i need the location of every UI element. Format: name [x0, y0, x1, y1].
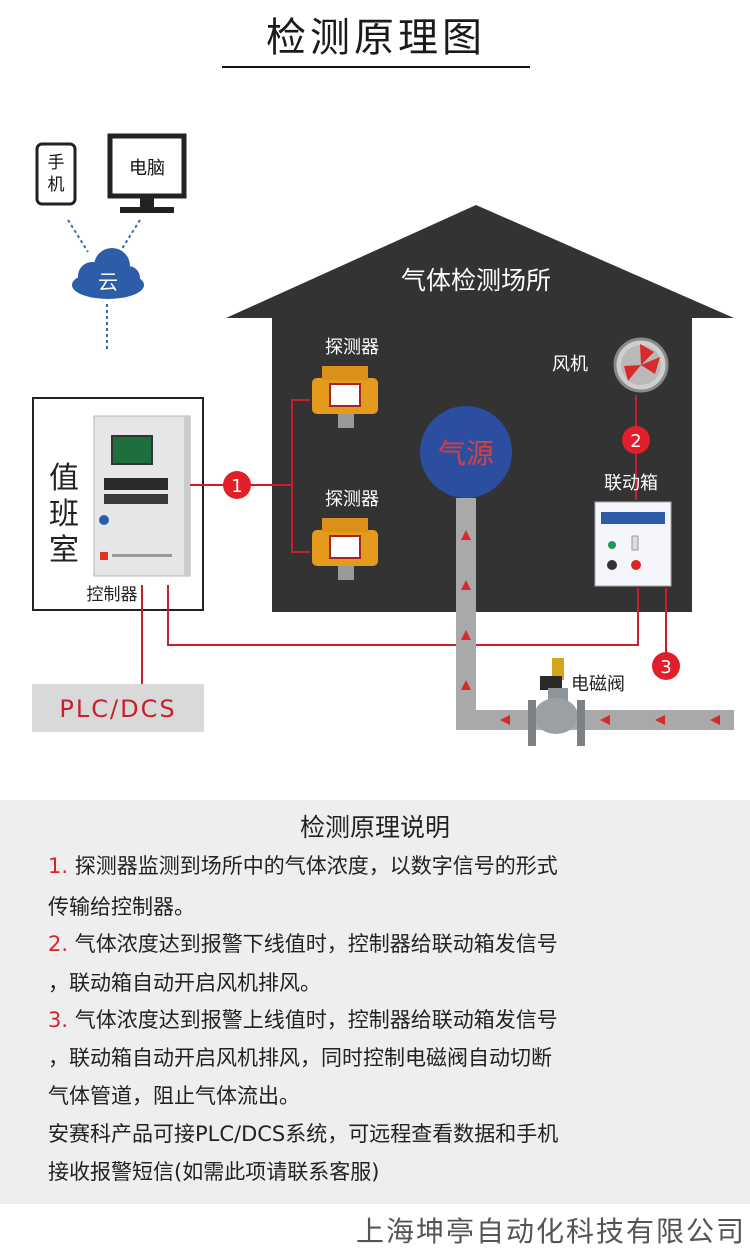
- detector-2: [312, 518, 378, 580]
- solenoid-valve: [528, 658, 585, 746]
- duty-room-label-1: 值: [49, 461, 79, 496]
- explanation-line: 1. 探测器监测到场所中的气体浓度，以数字信号的形式: [48, 854, 558, 878]
- marker-3: 3: [652, 652, 680, 680]
- phone-icon: 手 机: [35, 142, 77, 206]
- computer-icon: 电脑: [107, 133, 187, 213]
- svg-text:1: 1: [231, 476, 242, 497]
- linkage-box: [594, 501, 672, 587]
- flow-arrows: [461, 530, 720, 725]
- explanation-line: ，联动箱自动开启风机排风。: [48, 971, 321, 995]
- explanation-panel: [0, 800, 750, 1204]
- linkage-box-label: 联动箱: [604, 473, 658, 494]
- svg-text:3: 3: [660, 657, 671, 678]
- valve-label: 电磁阀: [571, 674, 625, 695]
- detector-label-1: 探测器: [325, 337, 379, 358]
- detection-diagram: 气体检测场所 手 机 电脑 云 值 班 室 控制器: [32, 133, 734, 746]
- house-roof: [226, 205, 734, 318]
- plc-label: PLC/DCS: [59, 695, 176, 723]
- detector-1: [312, 366, 378, 428]
- company-name: 上海坤亭自动化科技有限公司: [355, 1215, 746, 1248]
- marker-2: 2: [622, 426, 650, 454]
- plc-box: [32, 684, 204, 732]
- phone-label-2: 机: [48, 175, 65, 195]
- site-label: 气体检测场所: [401, 266, 551, 295]
- explanation-line: ，联动箱自动开启风机排风，同时控制电磁阀自动切断: [48, 1046, 552, 1070]
- detector-label-2: 探测器: [325, 489, 379, 510]
- fan-icon: [613, 337, 669, 393]
- fan-label: 风机: [552, 354, 588, 375]
- marker-1: 1: [223, 471, 251, 499]
- duty-room-label-2: 班: [49, 497, 79, 532]
- svg-text:2: 2: [630, 431, 641, 452]
- cloud-icon: 云: [72, 248, 144, 299]
- cloud-label: 云: [98, 270, 118, 294]
- explanation-line: 传输给控制器。: [48, 895, 195, 919]
- gas-source: [420, 406, 512, 498]
- page-title: 检测原理图: [222, 14, 530, 68]
- explanation-title: 检测原理说明: [299, 813, 450, 842]
- controller-label: 控制器: [87, 585, 138, 605]
- explanation-line: 2. 气体浓度达到报警下线值时，控制器给联动箱发信号: [48, 932, 558, 956]
- controller-device: [93, 415, 191, 577]
- explanation-line: 气体管道，阻止气体流出。: [48, 1084, 300, 1108]
- gas-source-label: 气源: [438, 437, 494, 470]
- duty-room-label-3: 室: [49, 533, 79, 568]
- phone-label: 手: [48, 153, 65, 173]
- computer-label: 电脑: [129, 158, 165, 179]
- explanation-line: 安赛科产品可接PLC/DCS系统，可远程查看数据和手机: [48, 1122, 559, 1146]
- explanation-line: 接收报警短信(如需此项请联系客服): [48, 1160, 380, 1184]
- explanation-line: 3. 气体浓度达到报警上线值时，控制器给联动箱发信号: [48, 1008, 558, 1032]
- gas-pipe: [456, 498, 734, 730]
